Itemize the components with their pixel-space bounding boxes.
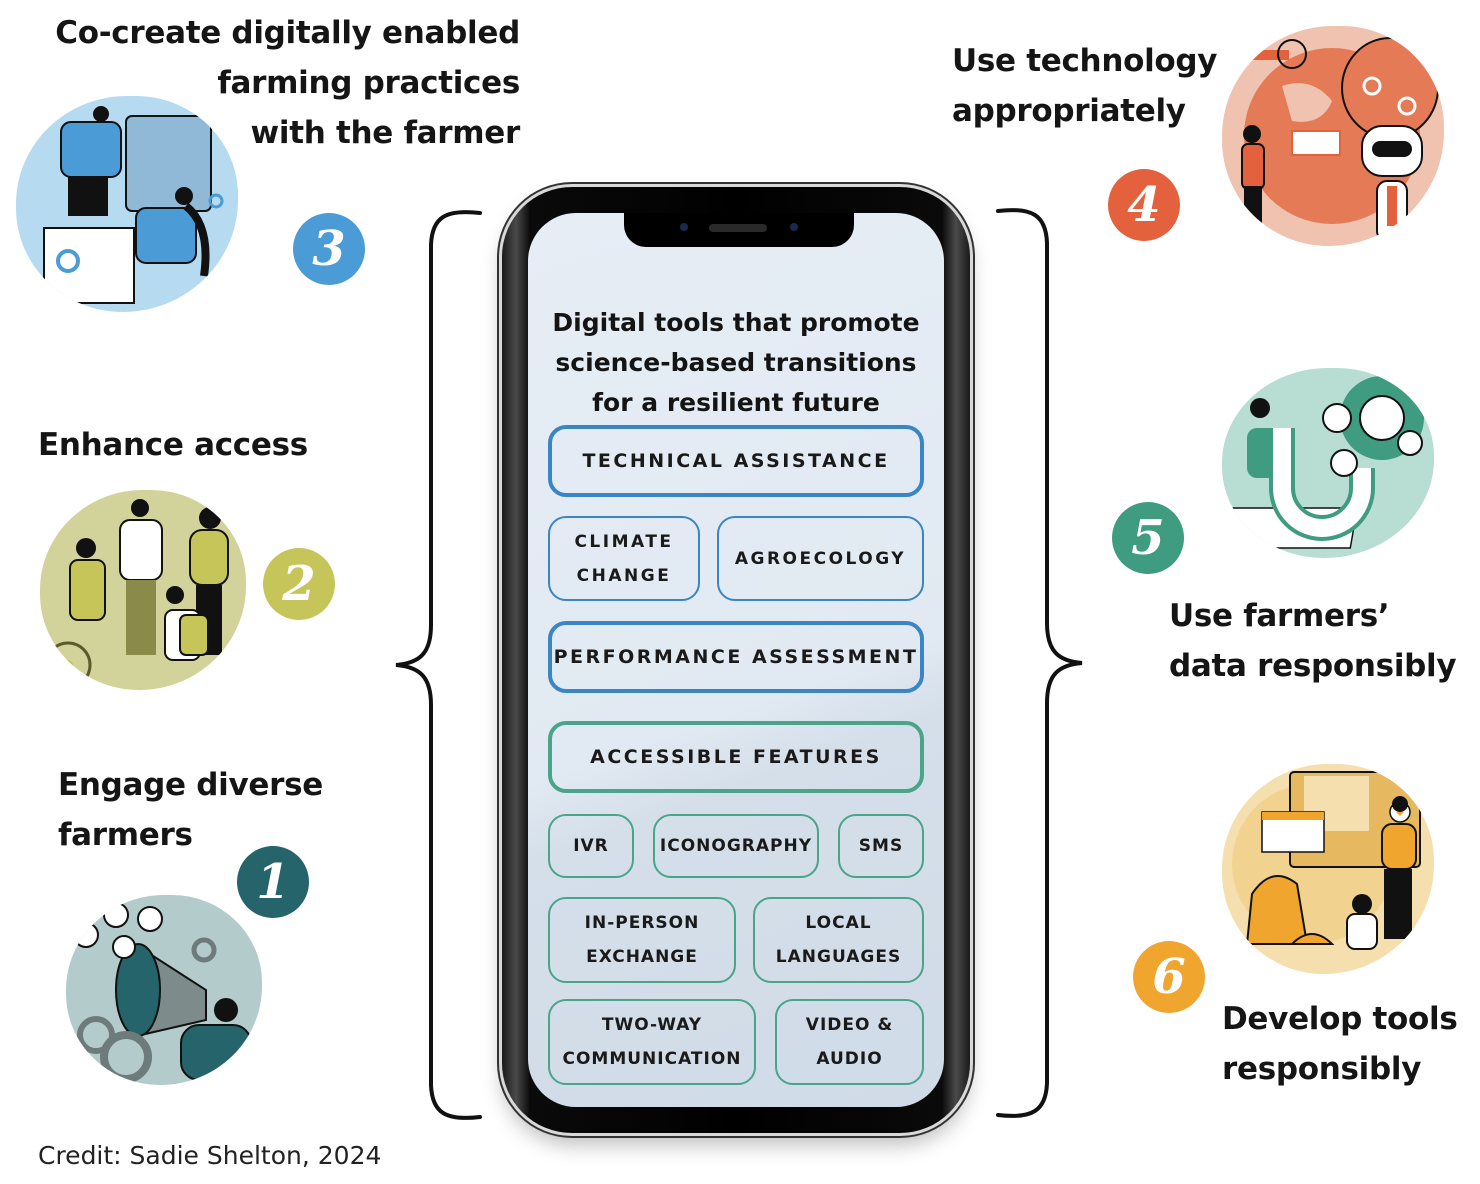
megaphone-people-illustration	[66, 895, 262, 1085]
box-label: CLIMATE	[574, 531, 674, 552]
local-languages-box: LOCAL LANGUAGES	[753, 897, 924, 983]
principle-1-badge: 1	[237, 846, 309, 918]
left-brace	[395, 210, 482, 1120]
principle-3-heading: Co-create digitally enabled farming prac…	[40, 8, 520, 158]
community-icon	[1232, 771, 1421, 950]
principle-3-badge: 3	[293, 213, 365, 285]
heading-line: appropriately	[952, 93, 1186, 129]
box-label: TWO-WAY	[601, 1015, 703, 1035]
principle-5-heading: Use farmers’ data responsibly	[1169, 591, 1457, 691]
heading-line: Develop tools	[1222, 1001, 1458, 1037]
magnet-data-illustration	[1222, 368, 1434, 558]
puzzle-icon	[43, 106, 224, 304]
principle-6-heading: Develop tools responsibly	[1222, 994, 1458, 1094]
heading-line: farming practices	[217, 65, 520, 101]
box-label: ACCESSIBLE FEATURES	[590, 746, 882, 768]
heading-line: data responsibly	[1169, 648, 1457, 684]
magnet-icon	[1222, 376, 1429, 549]
box-label: IVR	[573, 836, 609, 856]
principle-1-heading: Engage diverse farmers	[58, 760, 323, 860]
camera-icon	[680, 223, 688, 231]
title-line: science-based transitions	[555, 348, 917, 377]
smartphone-frame: Digital tools that promote science-based…	[502, 187, 970, 1133]
megaphone-icon	[73, 902, 252, 1083]
phone-side-button	[498, 380, 502, 420]
credit-text: Credit: Sadie Shelton, 2024	[38, 1141, 382, 1170]
principle-4-heading: Use technology appropriately	[952, 36, 1218, 136]
box-label: AUDIO	[816, 1049, 883, 1069]
box-label: COMMUNICATION	[562, 1049, 742, 1069]
heading-line: farmers	[58, 817, 193, 853]
iconography-box: ICONOGRAPHY	[653, 814, 819, 878]
box-label: CHANGE	[576, 565, 672, 586]
in-person-exchange-box: IN-PERSON EXCHANGE	[548, 897, 736, 983]
principle-4-badge: 4	[1108, 169, 1180, 241]
sensor-icon	[790, 223, 798, 231]
diverse-group-wheelchair-illustration	[40, 490, 246, 690]
box-label: VIDEO &	[805, 1015, 894, 1035]
heading-line: Co-create digitally enabled	[55, 15, 520, 51]
box-label: LOCAL	[805, 913, 872, 933]
principle-6-badge: 6	[1133, 941, 1205, 1013]
community-cooking-globe-illustration	[1222, 764, 1434, 974]
title-line: Digital tools that promote	[552, 308, 920, 337]
phone-volume-up-button	[498, 440, 502, 510]
principle-5-badge: 5	[1112, 502, 1184, 574]
phone-volume-down-button	[498, 520, 502, 590]
sms-box: SMS	[838, 814, 924, 878]
phone-notch	[624, 213, 854, 247]
people-icon	[44, 499, 229, 689]
globe-icon	[1234, 37, 1439, 242]
agroecology-box: AGROECOLOGY	[717, 516, 924, 601]
box-label: LANGUAGES	[775, 947, 902, 967]
box-label: SMS	[858, 836, 904, 856]
heading-line: Engage diverse	[58, 767, 323, 803]
box-label: EXCHANGE	[586, 947, 698, 967]
accessible-features-box: ACCESSIBLE FEATURES	[548, 721, 924, 793]
speaker-grille	[709, 224, 767, 232]
title-line: for a resilient future	[592, 388, 880, 417]
technical-assistance-box: TECHNICAL ASSISTANCE	[548, 425, 924, 497]
puzzle-collaboration-illustration	[16, 96, 238, 312]
box-label: AGROECOLOGY	[734, 548, 907, 569]
heading-line: Use technology	[952, 43, 1218, 79]
climate-change-box: CLIMATE CHANGE	[548, 516, 700, 601]
phone-power-button	[968, 405, 972, 515]
principle-2-badge: 2	[263, 548, 335, 620]
heading-line: Use farmers’	[1169, 598, 1390, 634]
principle-2-heading: Enhance access	[38, 427, 308, 463]
globe-brain-robot-illustration	[1222, 26, 1444, 246]
box-label: TECHNICAL ASSISTANCE	[582, 450, 890, 472]
two-way-communication-box: TWO-WAY COMMUNICATION	[548, 999, 756, 1085]
right-brace	[996, 208, 1083, 1118]
heading-line: with the farmer	[250, 115, 521, 151]
phone-title: Digital tools that promote science-based…	[528, 303, 944, 423]
ivr-box: IVR	[548, 814, 634, 878]
box-label: IN-PERSON	[584, 913, 700, 933]
box-label: PERFORMANCE ASSESSMENT	[553, 646, 919, 668]
phone-screen: Digital tools that promote science-based…	[528, 213, 944, 1107]
heading-line: responsibly	[1222, 1051, 1422, 1087]
performance-assessment-box: PERFORMANCE ASSESSMENT	[548, 621, 924, 693]
video-audio-box: VIDEO & AUDIO	[775, 999, 924, 1085]
box-label: ICONOGRAPHY	[659, 836, 813, 856]
